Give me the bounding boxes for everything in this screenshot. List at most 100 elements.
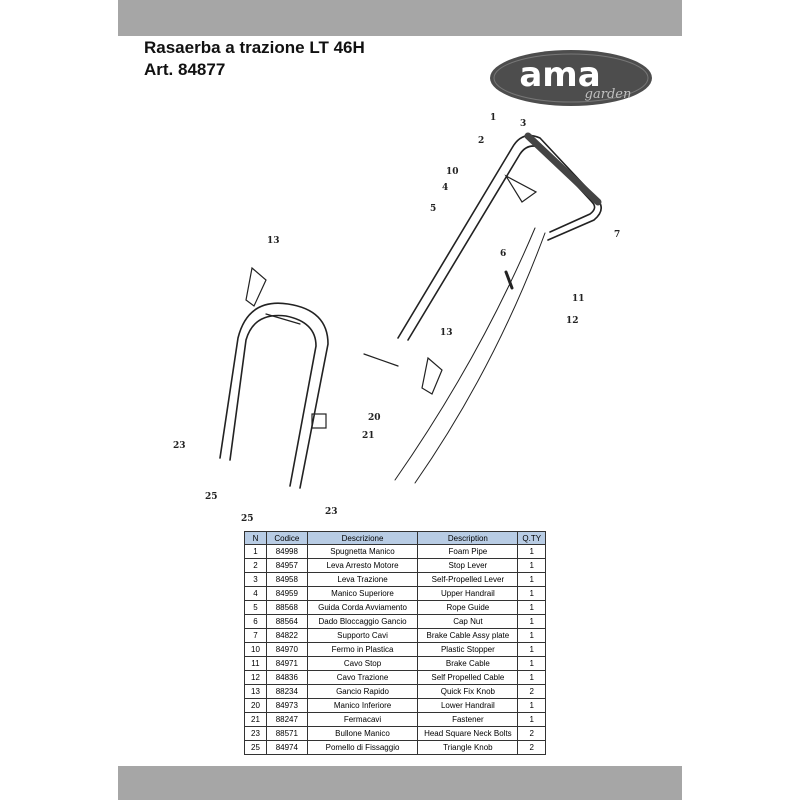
cell-n: 13 [244, 684, 267, 699]
header-descrizione: Descrizione [306, 531, 419, 545]
cell-description: Brake Cable Assy plate [417, 628, 519, 643]
callout-11: 11 [572, 294, 585, 304]
cell-codice: 88234 [265, 684, 308, 699]
cell-qty: 1 [517, 614, 546, 629]
cell-codice: 84822 [265, 628, 308, 643]
cell-descrizione: Leva Arresto Motore [306, 558, 419, 573]
article-number: Art. 84877 [144, 60, 226, 79]
cell-description: Self-Propelled Lever [417, 572, 519, 587]
cell-description: Fastener [417, 712, 519, 727]
cell-codice: 84970 [265, 642, 308, 657]
cell-descrizione: Guida Corda Avviamento [306, 600, 419, 615]
cell-n: 3 [244, 572, 267, 587]
cell-description: Cap Nut [417, 614, 519, 629]
cell-qty: 2 [517, 740, 546, 755]
cell-codice: 84958 [265, 572, 308, 587]
callout-25-left: 25 [205, 492, 218, 502]
logo-brand: ama [519, 55, 600, 95]
cell-qty: 1 [517, 586, 546, 601]
cell-codice: 88568 [265, 600, 308, 615]
cell-n: 4 [244, 586, 267, 601]
bottom-bar [118, 766, 682, 800]
cell-n: 7 [244, 628, 267, 643]
cell-qty: 1 [517, 698, 546, 713]
ama-garden-logo: ama garden [490, 50, 652, 106]
cell-descrizione: Fermo in Plastica [306, 642, 419, 657]
cell-qty: 1 [517, 628, 546, 643]
cell-descrizione: Cavo Trazione [306, 670, 419, 685]
cell-codice: 84973 [265, 698, 308, 713]
callout-6: 6 [500, 249, 506, 259]
cell-n: 1 [244, 544, 267, 559]
cell-qty: 1 [517, 712, 546, 727]
cell-codice: 84959 [265, 586, 308, 601]
cell-description: Foam Pipe [417, 544, 519, 559]
cell-qty: 1 [517, 558, 546, 573]
cell-qty: 1 [517, 572, 546, 587]
cell-codice: 88564 [265, 614, 308, 629]
callout-3: 3 [520, 119, 526, 129]
cell-n: 20 [244, 698, 267, 713]
cell-description: Lower Handrail [417, 698, 519, 713]
cell-qty: 1 [517, 642, 546, 657]
cell-descrizione: Pomello di Fissaggio [306, 740, 419, 755]
callout-23-left: 23 [173, 441, 186, 451]
callout-5: 5 [430, 204, 436, 214]
cell-codice: 84836 [265, 670, 308, 685]
cell-qty: 2 [517, 726, 546, 741]
callout-2: 2 [478, 136, 484, 146]
document-title: Rasaerba a trazione LT 46H [144, 38, 365, 57]
callout-12: 12 [566, 316, 579, 326]
callout-23-right: 23 [325, 507, 338, 517]
cell-description: Rope Guide [417, 600, 519, 615]
cell-codice: 84971 [265, 656, 308, 671]
cell-n: 5 [244, 600, 267, 615]
cell-descrizione: Dado Bloccaggio Gancio [306, 614, 419, 629]
header-description: Description [417, 531, 519, 545]
cell-n: 6 [244, 614, 267, 629]
callout-20: 20 [368, 413, 381, 423]
cell-descrizione: Spugnetta Manico [306, 544, 419, 559]
cell-codice: 88247 [265, 712, 308, 727]
cell-description: Head Square Neck Bolts [417, 726, 519, 741]
cell-n: 2 [244, 558, 267, 573]
cell-qty: 1 [517, 600, 546, 615]
cell-descrizione: Manico Inferiore [306, 698, 419, 713]
cell-descrizione: Manico Superiore [306, 586, 419, 601]
callout-21: 21 [362, 431, 375, 441]
cell-qty: 1 [517, 670, 546, 685]
cell-n: 25 [244, 740, 267, 755]
cell-n: 21 [244, 712, 267, 727]
callout-13-left: 13 [267, 236, 280, 246]
cell-codice: 88571 [265, 726, 308, 741]
cell-description: Triangle Knob [417, 740, 519, 755]
cell-descrizione: Leva Trazione [306, 572, 419, 587]
cell-description: Plastic Stopper [417, 642, 519, 657]
cell-codice: 84957 [265, 558, 308, 573]
cell-descrizione: Supporto Cavi [306, 628, 419, 643]
callout-4: 4 [442, 183, 448, 193]
cell-description: Brake Cable [417, 656, 519, 671]
cell-codice: 84998 [265, 544, 308, 559]
cell-description: Quick Fix Knob [417, 684, 519, 699]
callout-10: 10 [446, 167, 459, 177]
cell-descrizione: Bullone Manico [306, 726, 419, 741]
callout-25-right: 25 [241, 514, 254, 524]
table-header-row: N Codice Descrizione Description Q.TY [244, 531, 546, 545]
callout-7: 7 [614, 230, 620, 240]
cell-descrizione: Cavo Stop [306, 656, 419, 671]
cell-qty: 1 [517, 656, 546, 671]
exploded-parts-diagram: 1 2 3 4 5 6 7 10 11 12 13 13 20 21 23 23… [173, 113, 620, 524]
